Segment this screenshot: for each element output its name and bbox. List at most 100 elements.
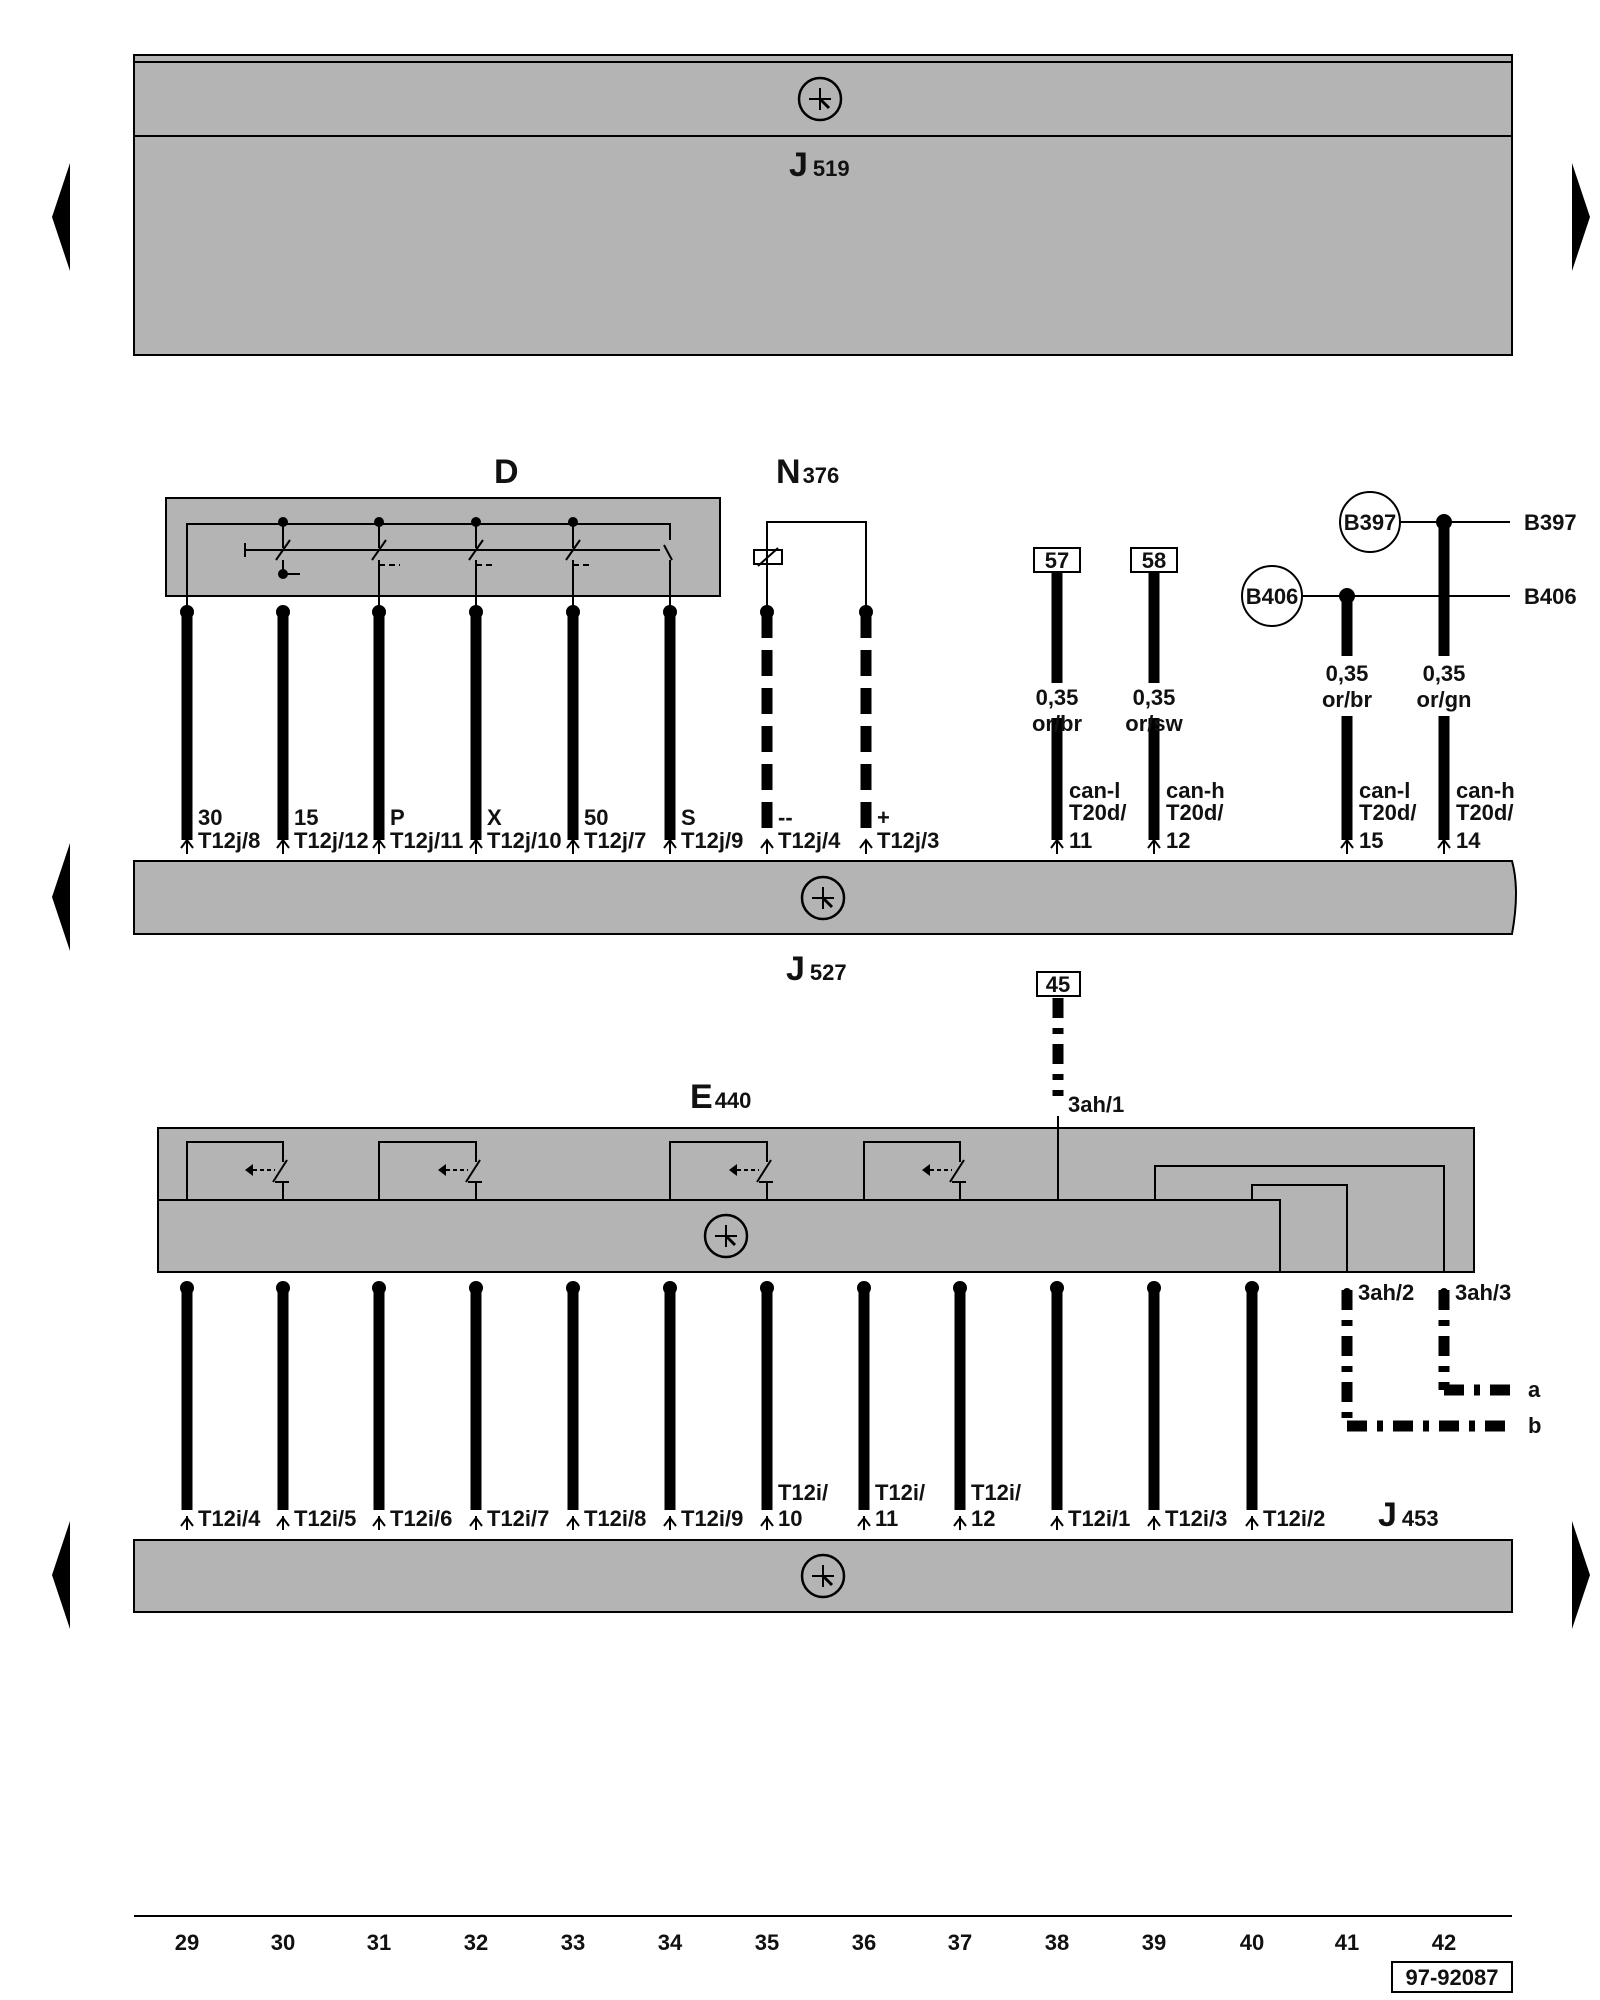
wire-node [953, 1281, 967, 1295]
can-wire-labels: 0,35or/brcan-lT20d/110,35or/swcan-hT20d/… [1032, 661, 1515, 854]
pin-label: T12j/4 [778, 828, 841, 853]
terminal-label: X [487, 805, 502, 830]
wire-node [180, 605, 194, 619]
wire-node [566, 1281, 580, 1295]
pin-label: T12i/1 [1068, 1506, 1130, 1531]
pin-label: T12i/9 [681, 1506, 743, 1531]
page-next-arrow-bottom[interactable] [1572, 1521, 1590, 1629]
grid-number: 41 [1335, 1930, 1359, 1955]
can-signal-label: can-l [1069, 778, 1120, 803]
wire-size-label: 0,35 [1326, 661, 1369, 686]
grid-number: 30 [271, 1930, 295, 1955]
svg-text:B397: B397 [1344, 510, 1397, 535]
pin-number-label: 12 [971, 1506, 995, 1531]
pin-3ah-3: 3ah/3 [1455, 1280, 1511, 1305]
push-button-icon [729, 1159, 773, 1200]
d-wire-nodes [180, 605, 873, 854]
page-prev-arrow-middle[interactable] [52, 843, 70, 951]
pin-label: T12i/4 [198, 1506, 261, 1531]
push-button-icon [922, 1159, 966, 1200]
svg-text:45: 45 [1046, 972, 1070, 997]
svg-text:58: 58 [1142, 548, 1166, 573]
push-button-icon [245, 1159, 289, 1200]
pin-label: T12j/11 [390, 828, 463, 853]
connector-pin [1340, 838, 1354, 854]
ref-box-57: 57 [1033, 547, 1081, 573]
grid-number: 32 [464, 1930, 488, 1955]
grid-number: 39 [1142, 1930, 1166, 1955]
page-prev-arrow-top[interactable] [52, 163, 70, 271]
e440-label: E440 [690, 1078, 751, 1116]
pin-label: T12i/5 [294, 1506, 356, 1531]
grid-number: 31 [367, 1930, 391, 1955]
pin-label: T12j/3 [877, 828, 939, 853]
pin-label: T12i/2 [1263, 1506, 1325, 1531]
e440-switch-module: E440 [157, 1078, 1475, 1273]
can-signal-label: can-l [1359, 778, 1410, 803]
wire-node [1245, 1281, 1259, 1295]
terminal-label: 50 [584, 805, 608, 830]
terminal-label: P [390, 805, 405, 830]
terminal-label: S [681, 805, 696, 830]
wire-node [372, 1281, 386, 1295]
pin-label: T12j/9 [681, 828, 743, 853]
b397-ground-point: B397 [1339, 491, 1401, 553]
connector-pin [859, 838, 873, 854]
connector-pin [469, 1516, 483, 1530]
connector-num-label: 15 [1359, 828, 1383, 853]
control-unit-icon [703, 1213, 749, 1259]
d-label: D [494, 453, 519, 491]
wire-color-label: or/br [1032, 711, 1083, 736]
e440-wires [180, 1281, 1259, 1530]
wire-node [566, 605, 580, 619]
wire-node [372, 605, 386, 619]
terminal-label: -- [778, 805, 793, 830]
connector-pin [180, 838, 194, 854]
terminal-label: + [877, 805, 890, 830]
j453-control-unit [133, 1539, 1513, 1613]
wire-node [760, 1281, 774, 1295]
grid-number: 33 [561, 1930, 585, 1955]
control-unit-icon [800, 875, 846, 921]
wire-node [760, 605, 774, 619]
push-button-icon [438, 1159, 482, 1200]
terminal-label: 30 [198, 805, 222, 830]
wire-node [1147, 1281, 1161, 1295]
connector-num-label: 14 [1456, 828, 1481, 853]
connector-label: T20d/ [1166, 800, 1223, 825]
grid-number: 36 [852, 1930, 876, 1955]
wire-node [469, 1281, 483, 1295]
n376-solenoid: N376 [719, 453, 867, 616]
pin-label: T12i/ [875, 1480, 925, 1505]
wire-node [276, 1281, 290, 1295]
wire-color-label: or/sw [1125, 711, 1183, 736]
page-next-arrow-top[interactable] [1572, 163, 1590, 271]
grid-number: 37 [948, 1930, 972, 1955]
connector-pin [857, 1516, 871, 1530]
b406-ground-point: B406 [1241, 565, 1303, 627]
terminal-label: 15 [294, 805, 318, 830]
connector-pin [372, 1516, 386, 1530]
wire-color-label: or/gn [1417, 687, 1472, 712]
ref-box-45: 45 [1036, 971, 1081, 997]
pin-3ah-1: 3ah/1 [1068, 1092, 1124, 1117]
connector-pin [1147, 1516, 1161, 1530]
d-pin-labels: 30T12j/815T12j/12PT12j/11XT12j/1050T12j/… [198, 805, 939, 853]
page-prev-arrow-bottom[interactable] [52, 1521, 70, 1629]
pin-label: T12j/8 [198, 828, 260, 853]
grid-number: 38 [1045, 1930, 1069, 1955]
wire-size-label: 0,35 [1133, 685, 1176, 710]
svg-text:97-92087: 97-92087 [1406, 1965, 1499, 1990]
wire-node [180, 1281, 194, 1295]
connector-pin [1050, 1516, 1064, 1530]
wire-node [857, 1281, 871, 1295]
connector-pin [276, 1516, 290, 1530]
grid-number: 34 [658, 1930, 683, 1955]
wire-node [276, 605, 290, 619]
wire-node [469, 605, 483, 619]
